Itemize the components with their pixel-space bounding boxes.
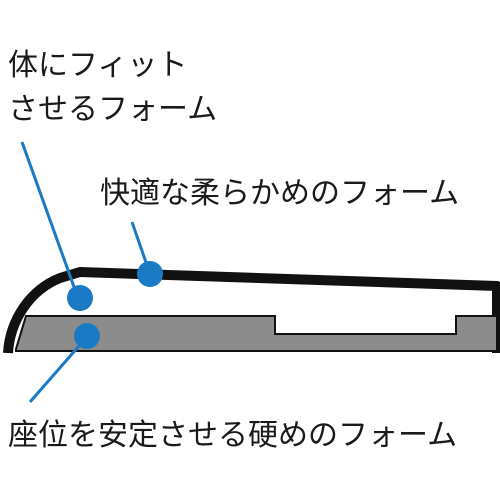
marker-hard-foam xyxy=(74,323,100,349)
cushion-outline xyxy=(3,267,500,354)
marker-soft-foam xyxy=(137,261,163,287)
leader-line-fit-foam xyxy=(20,141,80,299)
leader-line-hard-foam xyxy=(28,337,88,403)
label-hard-foam: 座位を安定させる硬めのフォーム xyxy=(8,418,458,453)
marker-fit-foam xyxy=(67,285,93,311)
hard-foam-layer xyxy=(15,315,498,352)
label-fit-foam-line-1: 体にフィット xyxy=(8,48,188,83)
label-soft-foam: 快適な柔らかめのフォーム xyxy=(100,176,460,211)
label-fit-foam-line-2: させるフォーム xyxy=(8,92,218,127)
